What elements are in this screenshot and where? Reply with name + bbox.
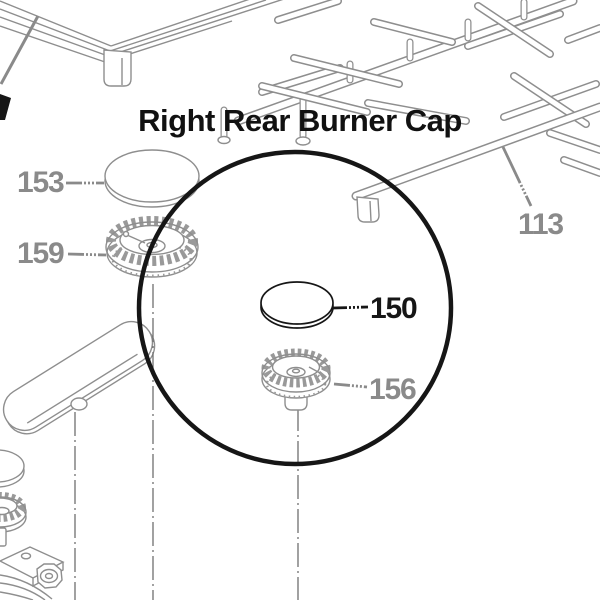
part-label-150: 150 [370,292,418,325]
trim-leader-line [0,15,40,85]
leader-150 [332,305,369,310]
burner-cap-150-drawing [260,281,334,329]
leader-156 [333,382,368,389]
part-label-159: 159 [17,237,65,270]
leader-113 [501,146,533,207]
part-label-113: 113 [518,208,564,241]
part-label-156: 156 [369,373,417,406]
part-label-153: 153 [17,166,65,199]
burner-head-159-drawing [105,216,199,278]
side-trim-drawing [0,0,284,87]
grate-113-drawing [217,0,600,223]
diagram-title: Right Rear Burner Cap [138,103,462,138]
burner-cap-153-drawing [104,149,200,208]
partial-burner-cap-drawing [0,449,25,488]
highlight-circle [136,149,454,467]
cutoff-part-label [0,94,11,120]
mounting-bracket-drawing [0,546,65,600]
partial-burner-head-drawing [0,492,27,547]
burner-head-156-drawing [261,348,331,411]
leader-159 [67,252,107,257]
oval-burner-base-drawing [2,320,156,435]
